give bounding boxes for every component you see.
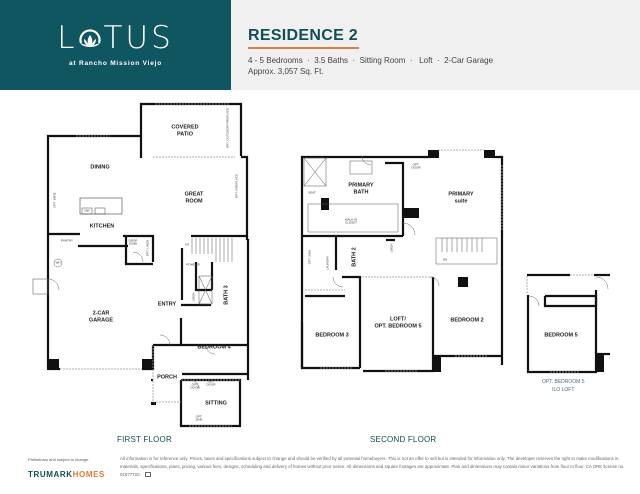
room-label: PRIMARY BATH (348, 182, 374, 195)
residence-title: RESIDENCE 2 (248, 27, 358, 44)
room-covered-patio: COVERED PATIO (171, 124, 198, 137)
label-opt-sink: OPT. SINK (195, 414, 203, 422)
label-stairs-dn: DN (442, 257, 448, 262)
residence-sqft: Approx. 3,057 Sq. Ft. (248, 67, 324, 76)
room-bath2: BATH 2 (351, 247, 358, 267)
room-kitchen: KITCHEN (89, 223, 115, 230)
room-garage: 2-CAR GARAGE (89, 310, 113, 323)
caption-text: OPT. BEDROOM 5 ILO LOFT (542, 379, 585, 393)
label-opt-door-primary: OPT. DOOR (411, 162, 421, 170)
label-walk-in-closet: WALK-IN CLOSET (344, 217, 358, 225)
label-dw: DW (84, 208, 90, 213)
room-bath3: BATH 3 (223, 285, 230, 305)
label-stairs-up: UP (184, 242, 190, 247)
label-opt-door: OPT. DOOR (190, 382, 200, 390)
lotus-logo: L TUS (57, 23, 174, 54)
room-label: 2-CAR GARAGE (88, 310, 114, 323)
brand-trumark: TRUMARK (28, 470, 73, 479)
room-loft: LOFT/ OPT. BEDROOM 5 (374, 316, 421, 329)
legal-disclaimer: All information is for reference only. P… (120, 455, 632, 479)
second-floor-title: SECOND FLOOR (370, 435, 437, 444)
label-opt-wine: OPT. WINE (52, 192, 57, 208)
room-porch: PORCH (157, 374, 177, 381)
option-caption: OPT. BEDROOM 5 ILO LOFT (542, 379, 585, 394)
room-dining: DINING (90, 164, 110, 171)
label-wh: WH (55, 260, 61, 265)
first-floor-title: FIRST FLOOR (117, 435, 172, 444)
label-opt-linen: OPT. LINEN (145, 239, 150, 257)
logo-letters-tus: TUS (103, 20, 174, 56)
room-bedroom2: BEDROOM 2 (450, 317, 484, 324)
preliminary-note: Preliminary and subject to change. (28, 457, 90, 462)
room-bedroom3: BEDROOM 3 (315, 332, 349, 339)
room-label: GREAT ROOM (184, 191, 204, 204)
room-sitting: SITTING (205, 400, 227, 407)
room-bedroom5: BEDROOM 5 (544, 332, 578, 339)
room-label: LOFT/ OPT. BEDROOM 5 (374, 316, 422, 329)
label-opt-outdoor-fireplace: OPT. OUTDOOR FIREPLACE (225, 107, 230, 149)
room-bedroom4: BEDROOM 4 (197, 344, 231, 351)
room-great-room: GREAT ROOM (185, 191, 204, 204)
room-label: PRIMARY suite (448, 191, 474, 204)
brand-homes: HOMES (72, 470, 105, 479)
lotus-flower-icon (78, 26, 102, 52)
label-powder: POWDER (186, 262, 200, 267)
label-drop-zone: DROP ZONE (128, 238, 138, 246)
label-laundry: LAUNDRY (325, 255, 330, 271)
label-opt-laundry-sink: OPT. SINK (307, 249, 312, 265)
header-panel: RESIDENCE 2 4 - 5 Bedrooms · 3.5 Baths ·… (231, 0, 640, 90)
logo-tagline: at Rancho Mission Viejo (68, 60, 163, 67)
label-linen: LINEN (191, 292, 196, 302)
logo-letter-l: L (57, 20, 78, 56)
residence-features: 4 - 5 Bedrooms · 3.5 Baths · Sitting Roo… (248, 56, 493, 65)
label-seat: SEAT (308, 190, 316, 195)
room-pantry: PANTRY (61, 238, 73, 243)
label-opt-door-2: OPT. DOOR (206, 379, 216, 387)
trumark-homes-logo: TRUMARKHOMES (28, 470, 105, 479)
disclaimer-text: All information is for reference only. P… (120, 456, 625, 477)
room-primary-suite: PRIMARY suite (448, 191, 473, 204)
label-linen-2: LINEN (389, 243, 394, 253)
equal-housing-icon (145, 472, 151, 478)
title-underline (248, 47, 359, 49)
room-primary-bath: PRIMARY BATH (348, 182, 373, 195)
room-label: COVERED PATIO (171, 124, 199, 137)
label-opt-fireplace: OPT. FIREPLACE (234, 173, 239, 199)
logo-panel: L TUS at Rancho Mission Viejo (0, 0, 231, 90)
room-entry: ENTRY (157, 301, 177, 308)
